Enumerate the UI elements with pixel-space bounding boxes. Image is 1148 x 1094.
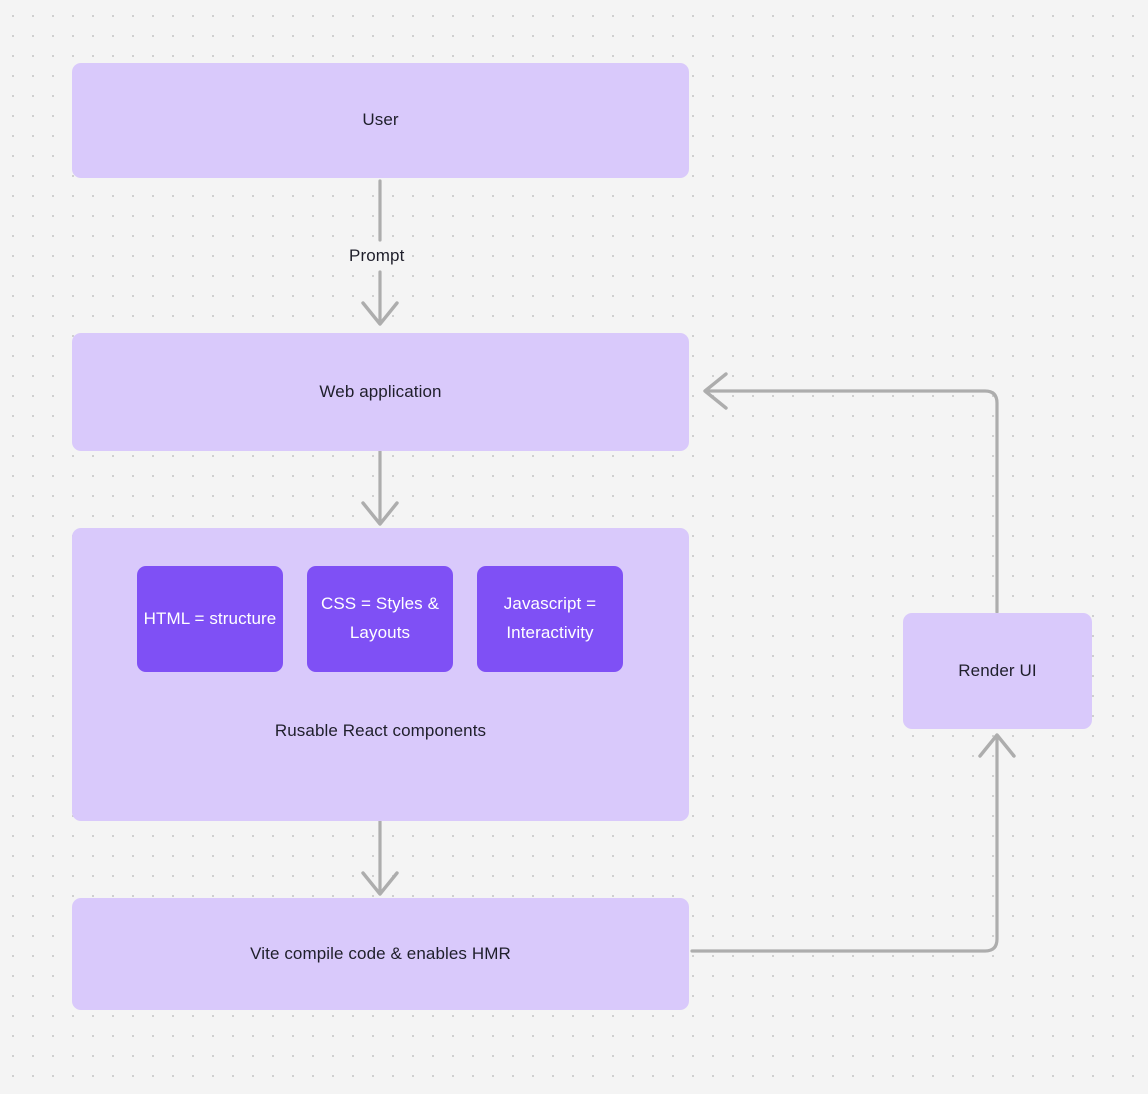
- chip-css-label: CSS = Styles & Layouts: [320, 594, 440, 642]
- arrowhead-web-to-components: [361, 501, 399, 526]
- arrowhead-vite-to-render: [978, 733, 1016, 758]
- node-web-application[interactable]: Web application: [72, 333, 689, 451]
- arrowhead-render-to-web: [703, 372, 728, 410]
- node-render-ui-label: Render UI: [958, 660, 1037, 680]
- chip-html[interactable]: HTML = structure: [137, 566, 283, 672]
- arrowhead-user-to-web: [361, 301, 399, 326]
- chip-html-label: HTML = structure: [143, 608, 277, 628]
- edge-vite-to-render: [690, 737, 999, 953]
- chip-javascript-label: Javascript = Interactivity: [503, 594, 597, 642]
- edge-label-prompt-text: Prompt: [349, 246, 405, 265]
- arrowhead-components-to-vite: [361, 871, 399, 896]
- chip-css[interactable]: CSS = Styles & Layouts: [307, 566, 453, 672]
- node-web-application-label: Web application: [319, 381, 442, 401]
- node-components-group-caption-text: Rusable React components: [274, 721, 487, 740]
- node-vite[interactable]: Vite compile code & enables HMR: [72, 898, 689, 1010]
- node-user[interactable]: User: [72, 63, 689, 178]
- node-vite-label: Vite compile code & enables HMR: [250, 943, 511, 963]
- chip-javascript[interactable]: Javascript = Interactivity: [477, 566, 623, 672]
- edge-label-prompt: Prompt: [344, 246, 410, 266]
- node-components-group[interactable]: HTML = structure CSS = Styles & Layouts …: [72, 528, 689, 821]
- node-render-ui[interactable]: Render UI: [903, 613, 1092, 729]
- node-user-label: User: [362, 110, 399, 130]
- edge-render-to-web: [707, 389, 999, 614]
- node-components-group-caption: Rusable React components: [72, 720, 689, 743]
